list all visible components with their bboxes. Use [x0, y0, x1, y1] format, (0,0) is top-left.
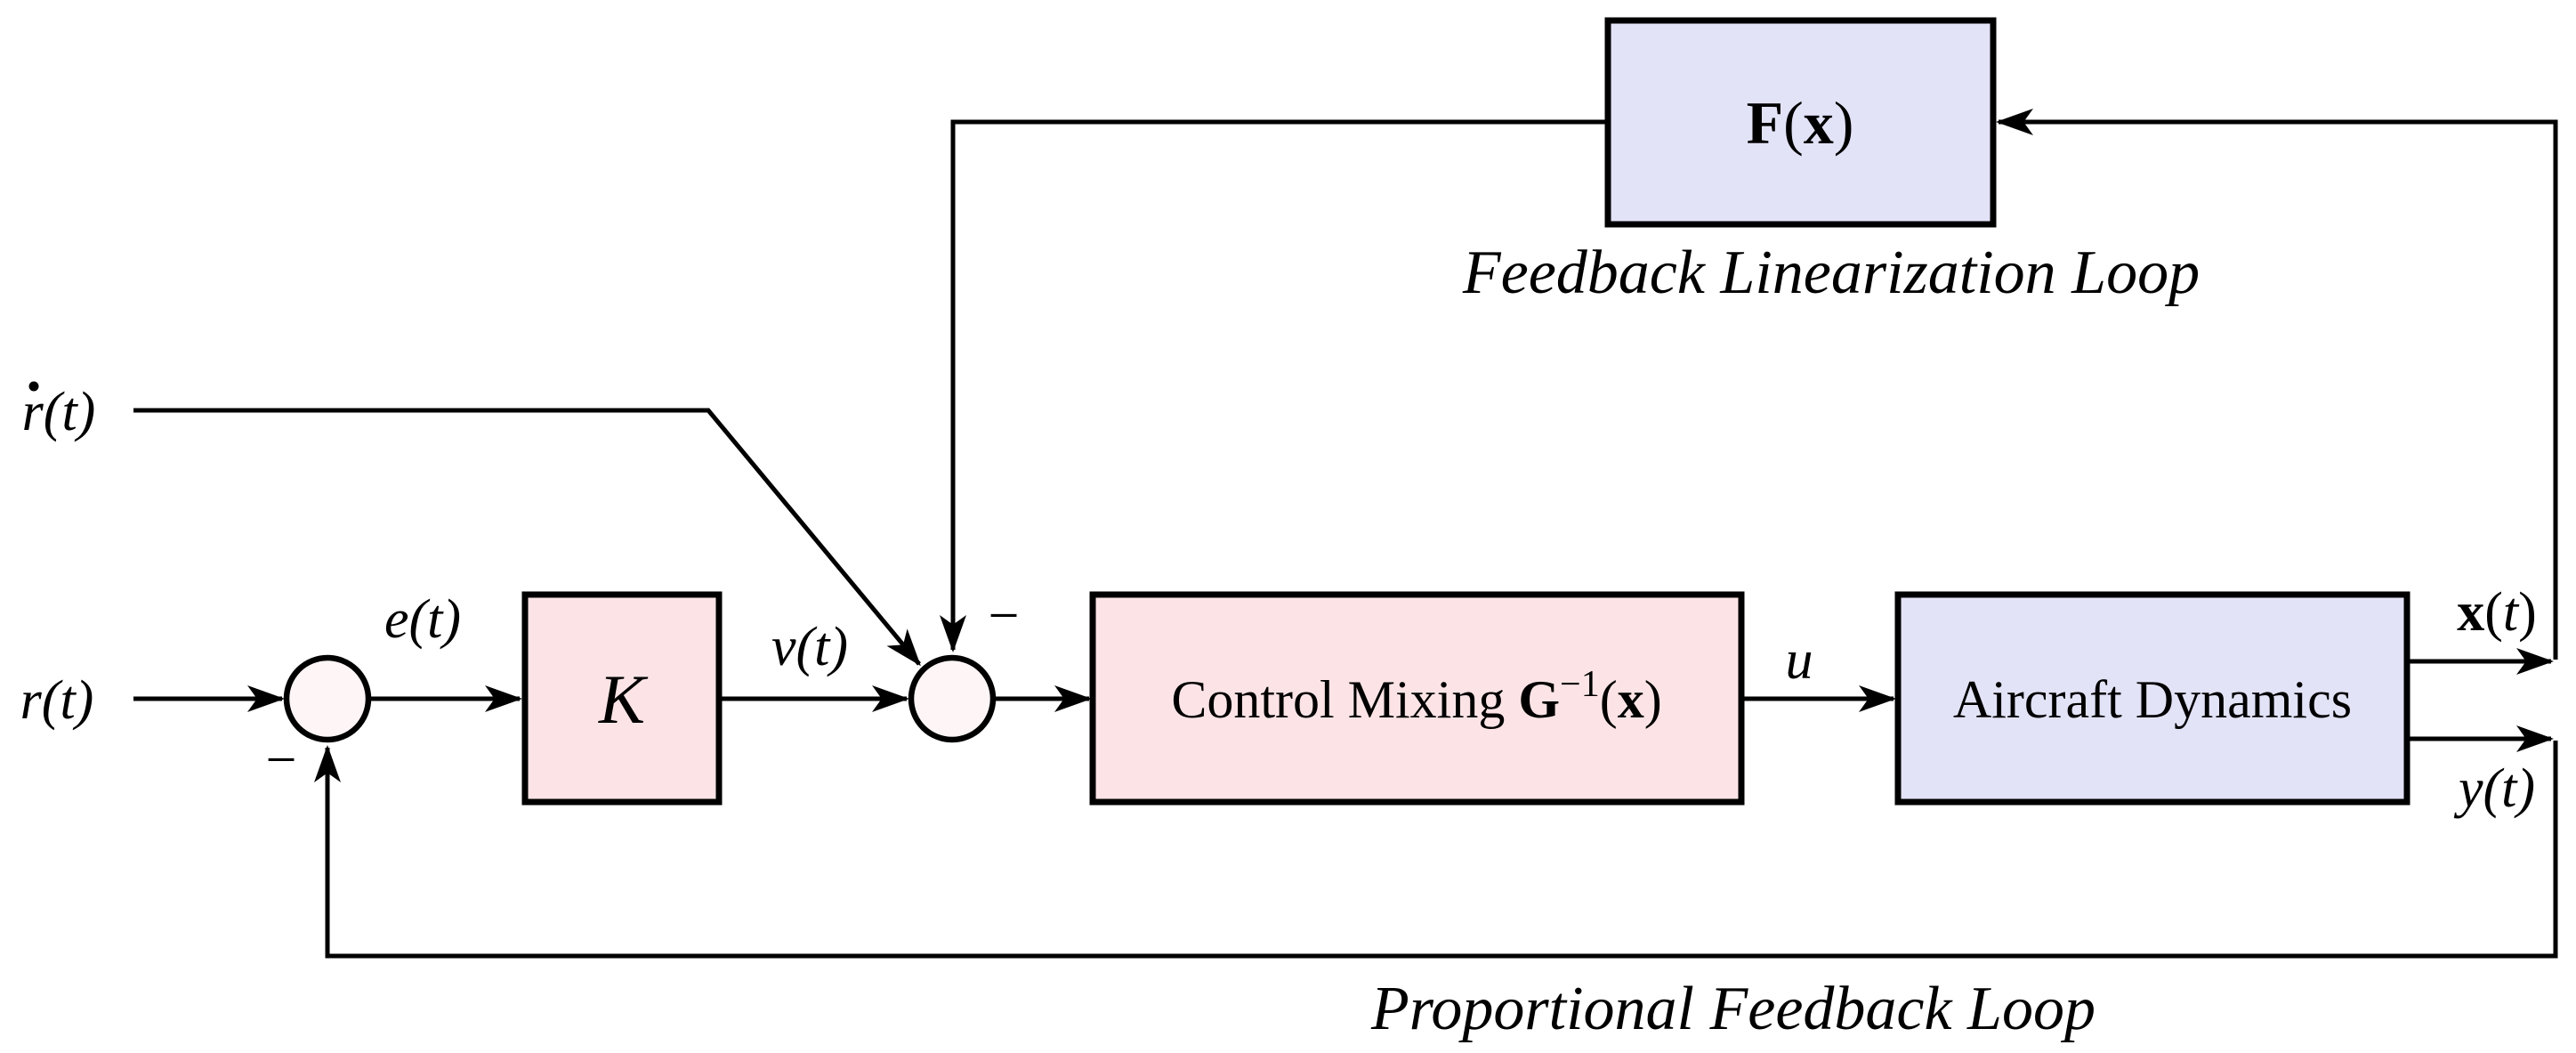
g-matrix-symbol: G — [1518, 670, 1560, 729]
summing-junction-2 — [908, 654, 997, 743]
inverse-superscript: −1 — [1560, 664, 1600, 705]
feedback-linearization-block-label: F(x) — [1747, 89, 1854, 157]
aircraft-dynamics-block — [1894, 591, 2410, 806]
state-symbol: x — [2457, 582, 2484, 643]
control-mixing-block-label: Control Mixing G−1(x) — [1171, 664, 1661, 729]
paren: ) — [1834, 89, 1854, 157]
state-output-label: x(t) — [2457, 582, 2537, 643]
reference-rate-wire — [133, 408, 921, 667]
time-symbol: t — [2503, 582, 2520, 643]
control-mixing-block — [1089, 591, 1745, 806]
minus-sign-junction2: − — [989, 586, 1020, 646]
paren: ( — [1600, 670, 1618, 729]
proportional-feedback-wire — [314, 741, 2558, 959]
virtual-control-label: v(t) — [771, 617, 848, 677]
control-mixing-text: Control Mixing — [1171, 670, 1518, 729]
paren: ) — [2518, 582, 2537, 643]
reference-label: r(t) — [20, 670, 94, 731]
proportional-feedback-loop-caption: Proportional Feedback Loop — [1370, 975, 2096, 1043]
minus-sign-junction1: − — [266, 730, 297, 790]
gain-block — [521, 591, 723, 806]
paren: ( — [2484, 582, 2503, 643]
error-label: e(t) — [384, 589, 461, 650]
paren: ( — [1783, 89, 1804, 157]
feedback-linearization-loop-caption: Feedback Linearization Loop — [1462, 239, 2200, 307]
gain-block-label: K — [598, 660, 649, 738]
f-output-to-junction2-wire — [940, 119, 1608, 652]
summing-junction-1 — [283, 654, 372, 743]
control-input-label: u — [1786, 630, 1813, 691]
reference-rate-label: r(t) — [22, 382, 96, 442]
output-label: y(t) — [2453, 758, 2535, 819]
state-symbol: x — [1804, 89, 1834, 157]
feedback-linearization-block — [1604, 17, 1997, 228]
paren: ) — [1644, 670, 1662, 729]
f-symbol: F — [1747, 89, 1784, 157]
overdot-mark — [28, 381, 39, 392]
state-feedback-to-f-wire — [1996, 109, 2558, 660]
aircraft-dynamics-block-label: Aircraft Dynamics — [1953, 670, 2352, 729]
state-symbol: x — [1618, 670, 1644, 729]
